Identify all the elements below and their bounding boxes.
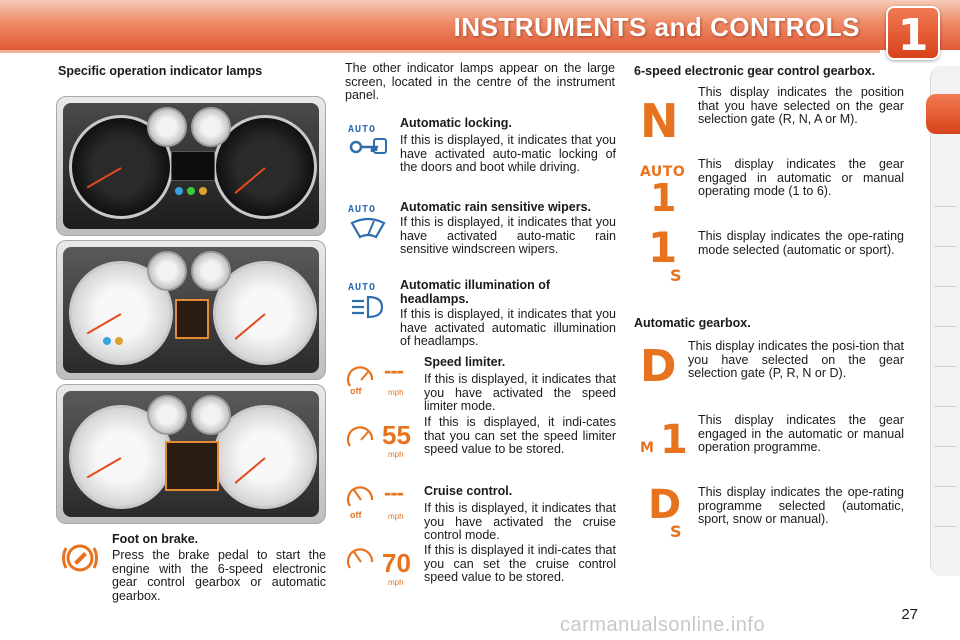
gear-manual-1-text: This display indicates the gear engaged …: [698, 413, 904, 454]
gear-d-icon: D: [640, 341, 677, 392]
watermark: carmanualsonline.info: [560, 614, 766, 636]
chapter-number: 1: [897, 10, 929, 61]
gear-n-text: This display indicates the position that…: [698, 85, 904, 126]
page-title: INSTRUMENTS and CONTROLS: [453, 12, 860, 42]
dashboard-image-2: [56, 240, 326, 380]
gear-auto-1-icon: AUTO 1: [640, 164, 686, 220]
gear-d-sport-text: This display indicates the ope-rating pr…: [698, 485, 904, 526]
speed-limiter-active-icon: off --- mph: [346, 358, 404, 397]
section-title-indicator-lamps: Specific operation indicator lamps: [58, 64, 263, 78]
chapter-tab-divider: [934, 286, 956, 287]
chapter-badge: 1: [886, 6, 940, 61]
cruise-control-text-2: If this is displayed it indi-cates that …: [424, 543, 616, 584]
chapter-tab-divider: [934, 326, 956, 327]
speed-limiter-set-icon: 55 mph: [346, 420, 416, 460]
page-header: INSTRUMENTS and CONTROLS 1: [0, 0, 960, 61]
center-screen: [165, 441, 219, 491]
automatic-wipers-text: If this is displayed, it indicates that …: [400, 215, 616, 256]
temperature-gauge: [191, 251, 231, 291]
indicator-lamp: [103, 337, 111, 345]
indicator-lamp: [199, 187, 207, 195]
foot-on-brake-title: Foot on brake.: [112, 532, 199, 546]
dashboard-image-3: [56, 384, 326, 524]
chapter-tab-divider: [934, 486, 956, 487]
automatic-locking-title: Automatic locking.: [400, 116, 512, 130]
gear-manual-1-icon: M 1: [640, 417, 688, 463]
automatic-headlamps-icon: AUTO: [348, 282, 388, 322]
indicator-lamp: [115, 337, 123, 345]
gear-n-icon: N: [640, 94, 679, 148]
gear-d-text: This display indicates the posi-tion tha…: [688, 339, 904, 380]
gear-1-sport-text: This display indicates the ope-rating mo…: [698, 229, 904, 257]
automatic-headlamps-text: If this is displayed, it indicates that …: [400, 307, 616, 348]
chapter-tab-divider: [934, 526, 956, 527]
center-screen: [175, 299, 209, 339]
automatic-headlamps-title: Automatic illumination of headlamps.: [400, 278, 550, 306]
indicator-intro-text: The other indicator lamps appear on the …: [345, 61, 615, 102]
automatic-wipers-icon: AUTO: [348, 204, 388, 244]
automatic-gearbox-title: Automatic gearbox.: [634, 316, 751, 330]
speed-limiter-text-1: If this is displayed, it indicates that …: [424, 372, 616, 413]
cruise-control-title: Cruise control.: [424, 484, 513, 498]
automatic-wipers-title: Automatic rain sensitive wipers.: [400, 200, 592, 214]
cruise-control-active-icon: off --- mph: [346, 480, 404, 521]
chapter-tab-divider: [934, 366, 956, 367]
gear-d-sport-icon: D S: [648, 482, 682, 541]
page-number: 27: [901, 606, 918, 623]
fuel-gauge: [147, 107, 187, 147]
speedometer: [213, 261, 317, 365]
automatic-locking-icon: AUTO: [348, 124, 388, 162]
center-screen: [171, 151, 215, 181]
chapter-tabs[interactable]: [930, 66, 960, 576]
gear-auto-1-text: This display indicates the gear engaged …: [698, 157, 904, 198]
gear-1-sport-icon: 1 S: [648, 223, 682, 286]
cruise-control-set-icon: 70 mph: [346, 546, 416, 590]
cruise-control-text-1: If this is displayed, it indicates that …: [424, 501, 616, 542]
chapter-tab-active[interactable]: [926, 94, 960, 134]
gearbox6-title: 6-speed electronic gear control gearbox.: [634, 64, 876, 78]
speed-limiter-text-2: If this is displayed, it indi-cates that…: [424, 415, 616, 456]
fuel-gauge: [147, 395, 187, 435]
indicator-lamp: [175, 187, 183, 195]
temperature-gauge: [191, 395, 231, 435]
chapter-tab-divider: [934, 246, 956, 247]
fuel-gauge: [147, 251, 187, 291]
foot-on-brake-icon: [62, 544, 98, 572]
chapter-tab-divider: [934, 206, 956, 207]
automatic-locking-text: If this is displayed, it indicates that …: [400, 133, 616, 174]
speed-limiter-title: Speed limiter.: [424, 355, 506, 369]
temperature-gauge: [191, 107, 231, 147]
foot-on-brake-text: Press the brake pedal to start the engin…: [112, 548, 326, 603]
chapter-tab-divider: [934, 446, 956, 447]
chapter-tab-divider: [934, 406, 956, 407]
indicator-lamp: [187, 187, 195, 195]
dashboard-image-1: [56, 96, 326, 236]
header-divider: [0, 50, 880, 53]
